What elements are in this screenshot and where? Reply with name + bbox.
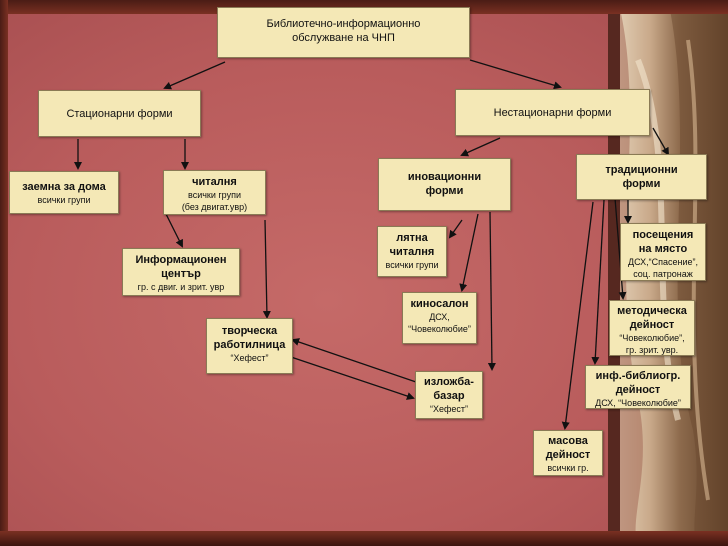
reading-room-sub-2: (без двигат.увр) [181,202,248,212]
arrow-root-to-stationary [163,61,226,90]
summer-reading-node: лятна читалня всички групи [377,226,447,277]
arrow-reading-to-infocenter [164,211,183,248]
arrow-root-to-nonstationary [469,59,562,90]
arrow-traditional-to-mass [561,201,594,430]
innovative-line-1: иновационни [407,171,482,183]
nonstationary-forms-node: Нестационарни форми [455,89,650,136]
loan-title: заемна за дома [22,181,106,193]
frame-bottom [0,531,728,546]
workshop-line-2: работилница [213,339,286,351]
arrow-innovative-to-exhibit [487,211,496,371]
arrow-traditional-to-infobib [591,199,605,365]
methodical-sub-2: гр. зрит. увр. [625,345,679,355]
arrow-nonstationary-to-traditional [652,127,669,156]
arrow-traditional-to-methodical [614,197,627,300]
cinema-sub-1: ДСХ, [429,312,450,322]
innovative-line-2: форми [425,185,464,197]
cinema-node: киносалон ДСХ, “Човеколюбие” [402,292,477,344]
mass-line-1: масова [548,435,588,447]
cinema-sub-2: “Човеколюбие” [408,324,471,334]
methodical-node: методическа дейност “Човеколюбие”, гр. з… [609,300,695,356]
infobib-line-2: дейност [615,384,661,396]
mass-sub: всички гр. [547,463,589,473]
summer-line-1: лятна [396,232,428,244]
visits-line-1: посещения [632,229,694,241]
visits-line-2: на място [638,243,688,255]
exhibit-sub: “Хефест” [429,404,469,414]
workshop-sub: “Хефест” [230,353,269,363]
nonstationary-forms-label: Нестационарни форми [493,107,612,119]
summer-line-2: читалня [389,246,435,258]
methodical-line-1: методическа [617,305,687,317]
loan-node: заемна за дома всички групи [9,171,119,214]
exhibit-bazaar-node: изложба- базар “Хефест” [415,371,483,419]
arrow-nonstationary-to-innovative [460,137,501,157]
info-center-line-2: център [161,268,201,280]
info-center-node: Информационен център гр. с двиг. и зрит.… [122,248,240,296]
stationary-forms-node: Стационарни форми [38,90,201,137]
info-center-line-1: Информационен [135,254,227,266]
root-line-2: обслужване на ЧНП [292,32,395,44]
traditional-line-2: форми [622,178,661,190]
reading-room-title: читалня [192,176,237,188]
reading-room-sub-1: всички групи [188,190,241,200]
stationary-forms-label: Стационарни форми [66,108,173,120]
exhibit-line-1: изложба- [424,376,474,388]
loan-sub: всички групи [37,195,91,205]
root-line-1: Библиотечно-информационно [266,18,421,30]
infobib-sub: ДСХ, “Човеколюбие” [595,398,681,408]
info-bibliographic-node: инф.-библиогр. дейност ДСХ, “Човеколюбие… [585,365,691,409]
mass-activity-node: масова дейност всички гр. [533,430,603,476]
infobib-line-1: инф.-библиогр. [595,370,681,382]
reading-room-node: читалня всички групи (без двигат.увр) [163,170,266,215]
arrow-reading-to-workshop [262,219,271,319]
innovative-forms-node: иновационни форми [378,158,511,211]
arrow-exhibit-to-workshop [291,338,417,383]
traditional-line-1: традиционни [605,164,678,176]
visits-sub-1: ДСХ,“Спасение”, [628,257,698,267]
arrow-innovative-to-cinema [459,213,479,292]
visits-node: посещения на място ДСХ,“Спасение”, соц. … [620,223,706,281]
visits-sub-2: соц. патронаж [633,269,693,279]
frame-left [0,0,8,546]
workshop-node: творческа работилница “Хефест” [206,318,293,374]
workshop-line-1: творческа [221,325,278,337]
traditional-forms-node: традиционни форми [576,154,707,200]
exhibit-line-2: базар [433,390,465,402]
mass-line-2: дейност [545,449,591,461]
cinema-title: киносалон [410,298,469,310]
methodical-sub-1: “Човеколюбие”, [619,333,685,343]
arrow-workshop-to-exhibit [287,355,415,400]
info-center-sub: гр. с двиг. и зрит. увр [137,282,225,292]
arrow-innovative-to-summer [448,219,463,239]
root-node: Библиотечно-информационно обслужване на … [217,7,470,58]
summer-sub: всички групи [385,260,439,270]
methodical-line-2: дейност [629,319,675,331]
